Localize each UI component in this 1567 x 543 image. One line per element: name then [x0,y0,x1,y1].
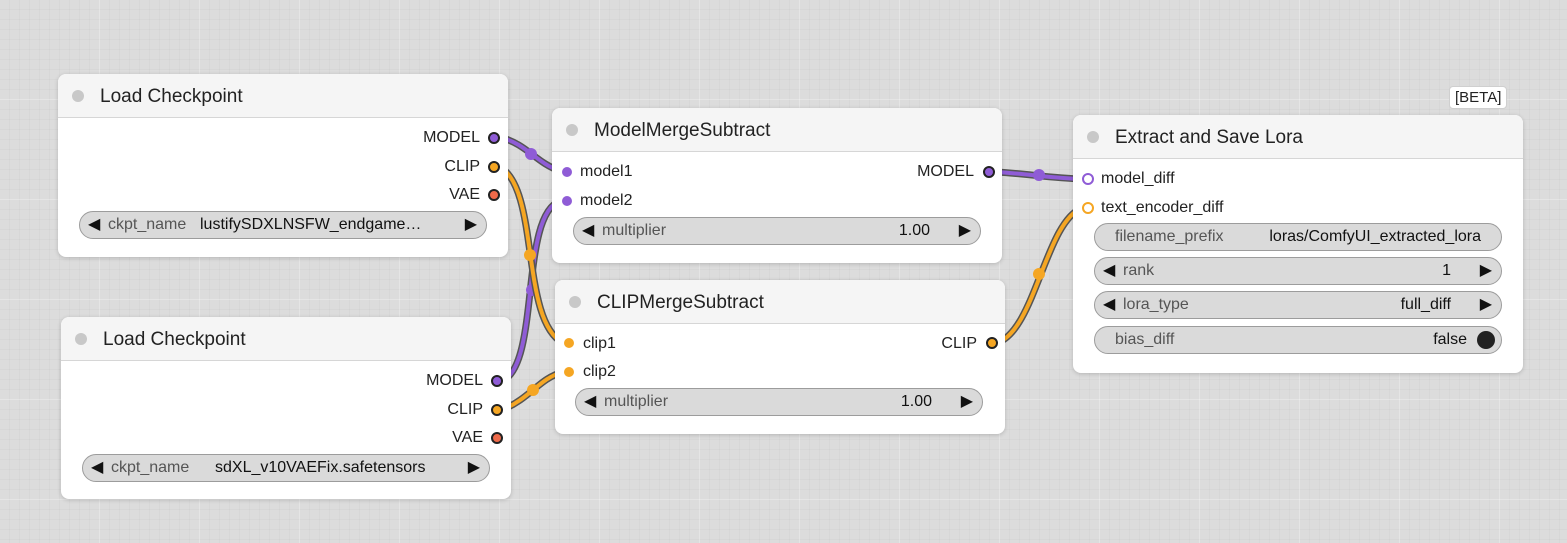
input-label-clip1: clip1 [583,335,616,352]
rank-number[interactable]: ◀ rank 1 ▶ [1094,257,1502,285]
widget-label: ckpt_name [111,459,190,476]
arrow-right-icon[interactable]: ▶ [467,459,480,476]
beta-badge: [BETA] [1449,86,1508,109]
link-model-diff[interactable] [995,168,1083,183]
input-label-clip2: clip2 [583,363,616,380]
output-label-model: MODEL [917,163,974,180]
widget-label: rank [1123,262,1155,279]
node-title: Load Checkpoint [100,86,243,107]
widget-label: filename_prefix [1115,228,1224,245]
output-label-vae: VAE [452,429,483,446]
arrow-left-icon[interactable]: ◀ [584,393,597,410]
node-header[interactable]: CLIPMergeSubtract [555,280,1005,324]
arrow-right-icon[interactable]: ▶ [1479,262,1492,279]
link-model1[interactable] [498,133,562,175]
input-label-model-diff: model_diff [1101,170,1175,187]
input-slot-model-diff[interactable] [1082,173,1094,185]
bias-diff-toggle[interactable]: bias_diff false [1094,326,1502,354]
arrow-left-icon[interactable]: ◀ [1103,262,1116,279]
load-checkpoint-node-1[interactable]: Load Checkpoint MODEL CLIP VAE ◀ ckpt_na… [58,74,508,257]
input-slot-clip1[interactable] [564,338,574,348]
widget-value: full_diff [1400,296,1451,313]
clip-merge-subtract-node[interactable]: CLIPMergeSubtract clip1 clip2 CLIP ◀ mul… [555,280,1005,434]
output-label-clip: CLIP [444,158,480,175]
output-slot-model[interactable] [488,132,500,144]
input-label-text-encoder-diff: text_encoder_diff [1101,199,1224,216]
input-label-model1: model1 [580,163,633,180]
collapse-dot-icon[interactable] [1087,131,1099,143]
ckpt-name-combo[interactable]: ◀ ckpt_name lustifySDXLNSFW_endgame… ▶ [79,211,487,239]
output-label-clip: CLIP [447,401,483,418]
node-title: ModelMergeSubtract [594,120,771,141]
arrow-right-icon[interactable]: ▶ [464,216,477,233]
widget-label: ckpt_name [108,216,187,233]
output-label-vae: VAE [449,186,480,203]
link-text-encoder-diff[interactable] [994,204,1084,347]
collapse-dot-icon[interactable] [72,90,84,102]
link-clip1[interactable] [497,163,565,347]
ckpt-name-combo[interactable]: ◀ ckpt_name sdXL_v10VAEFix.safetensors ▶ [82,454,490,482]
widget-value: 1 [1442,262,1451,279]
collapse-dot-icon[interactable] [569,296,581,308]
arrow-right-icon[interactable]: ▶ [960,393,973,410]
arrow-left-icon[interactable]: ◀ [582,222,595,239]
widget-value: loras/ComfyUI_extracted_lora [1269,228,1481,245]
output-slot-vae[interactable] [491,432,503,444]
arrow-left-icon[interactable]: ◀ [1103,296,1116,313]
widget-value: 1.00 [900,393,932,410]
widget-value: lustifySDXLNSFW_endgame… [200,216,422,233]
input-slot-clip2[interactable] [564,367,574,377]
output-slot-clip[interactable] [491,404,503,416]
widget-value: false [1433,331,1467,348]
input-label-model2: model2 [580,192,633,209]
node-header[interactable]: Extract and Save Lora [1073,115,1523,159]
output-slot-model[interactable] [491,375,503,387]
multiplier-number[interactable]: ◀ multiplier 1.00 ▶ [575,388,983,416]
arrow-right-icon[interactable]: ▶ [1479,296,1492,313]
output-label-model: MODEL [426,372,483,389]
output-slot-vae[interactable] [488,189,500,201]
load-checkpoint-node-2[interactable]: Load Checkpoint MODEL CLIP VAE ◀ ckpt_na… [61,317,511,499]
arrow-left-icon[interactable]: ◀ [88,216,101,233]
extract-save-lora-node[interactable]: Extract and Save Lora model_diff text_en… [1073,115,1523,373]
filename-prefix-text[interactable]: filename_prefix loras/ComfyUI_extracted_… [1094,223,1502,251]
input-slot-model1[interactable] [562,167,572,177]
output-label-clip: CLIP [941,335,977,352]
node-header[interactable]: Load Checkpoint [61,317,511,361]
node-header[interactable]: Load Checkpoint [58,74,508,118]
widget-value: 1.00 [898,222,930,239]
collapse-dot-icon[interactable] [566,124,578,136]
collapse-dot-icon[interactable] [75,333,87,345]
toggle-knob-icon[interactable] [1477,331,1495,349]
output-slot-clip[interactable] [986,337,998,349]
model-merge-subtract-node[interactable]: ModelMergeSubtract model1 model2 MODEL ◀… [552,108,1002,263]
widget-value: sdXL_v10VAEFix.safetensors [215,459,426,476]
output-slot-model[interactable] [983,166,995,178]
input-slot-text-encoder-diff[interactable] [1082,202,1094,214]
output-label-model: MODEL [423,129,480,146]
output-slot-clip[interactable] [488,161,500,173]
lora-type-combo[interactable]: ◀ lora_type full_diff ▶ [1094,291,1502,319]
multiplier-number[interactable]: ◀ multiplier 1.00 ▶ [573,217,981,245]
arrow-left-icon[interactable]: ◀ [91,459,104,476]
arrow-right-icon[interactable]: ▶ [958,222,971,239]
node-header[interactable]: ModelMergeSubtract [552,108,1002,152]
input-slot-model2[interactable] [562,196,572,206]
node-title: CLIPMergeSubtract [597,292,764,313]
widget-label: multiplier [602,222,667,239]
widget-label: lora_type [1123,296,1189,313]
widget-label: bias_diff [1115,331,1175,348]
widget-label: multiplier [604,393,669,410]
node-title: Load Checkpoint [103,329,246,350]
node-title: Extract and Save Lora [1115,127,1303,148]
